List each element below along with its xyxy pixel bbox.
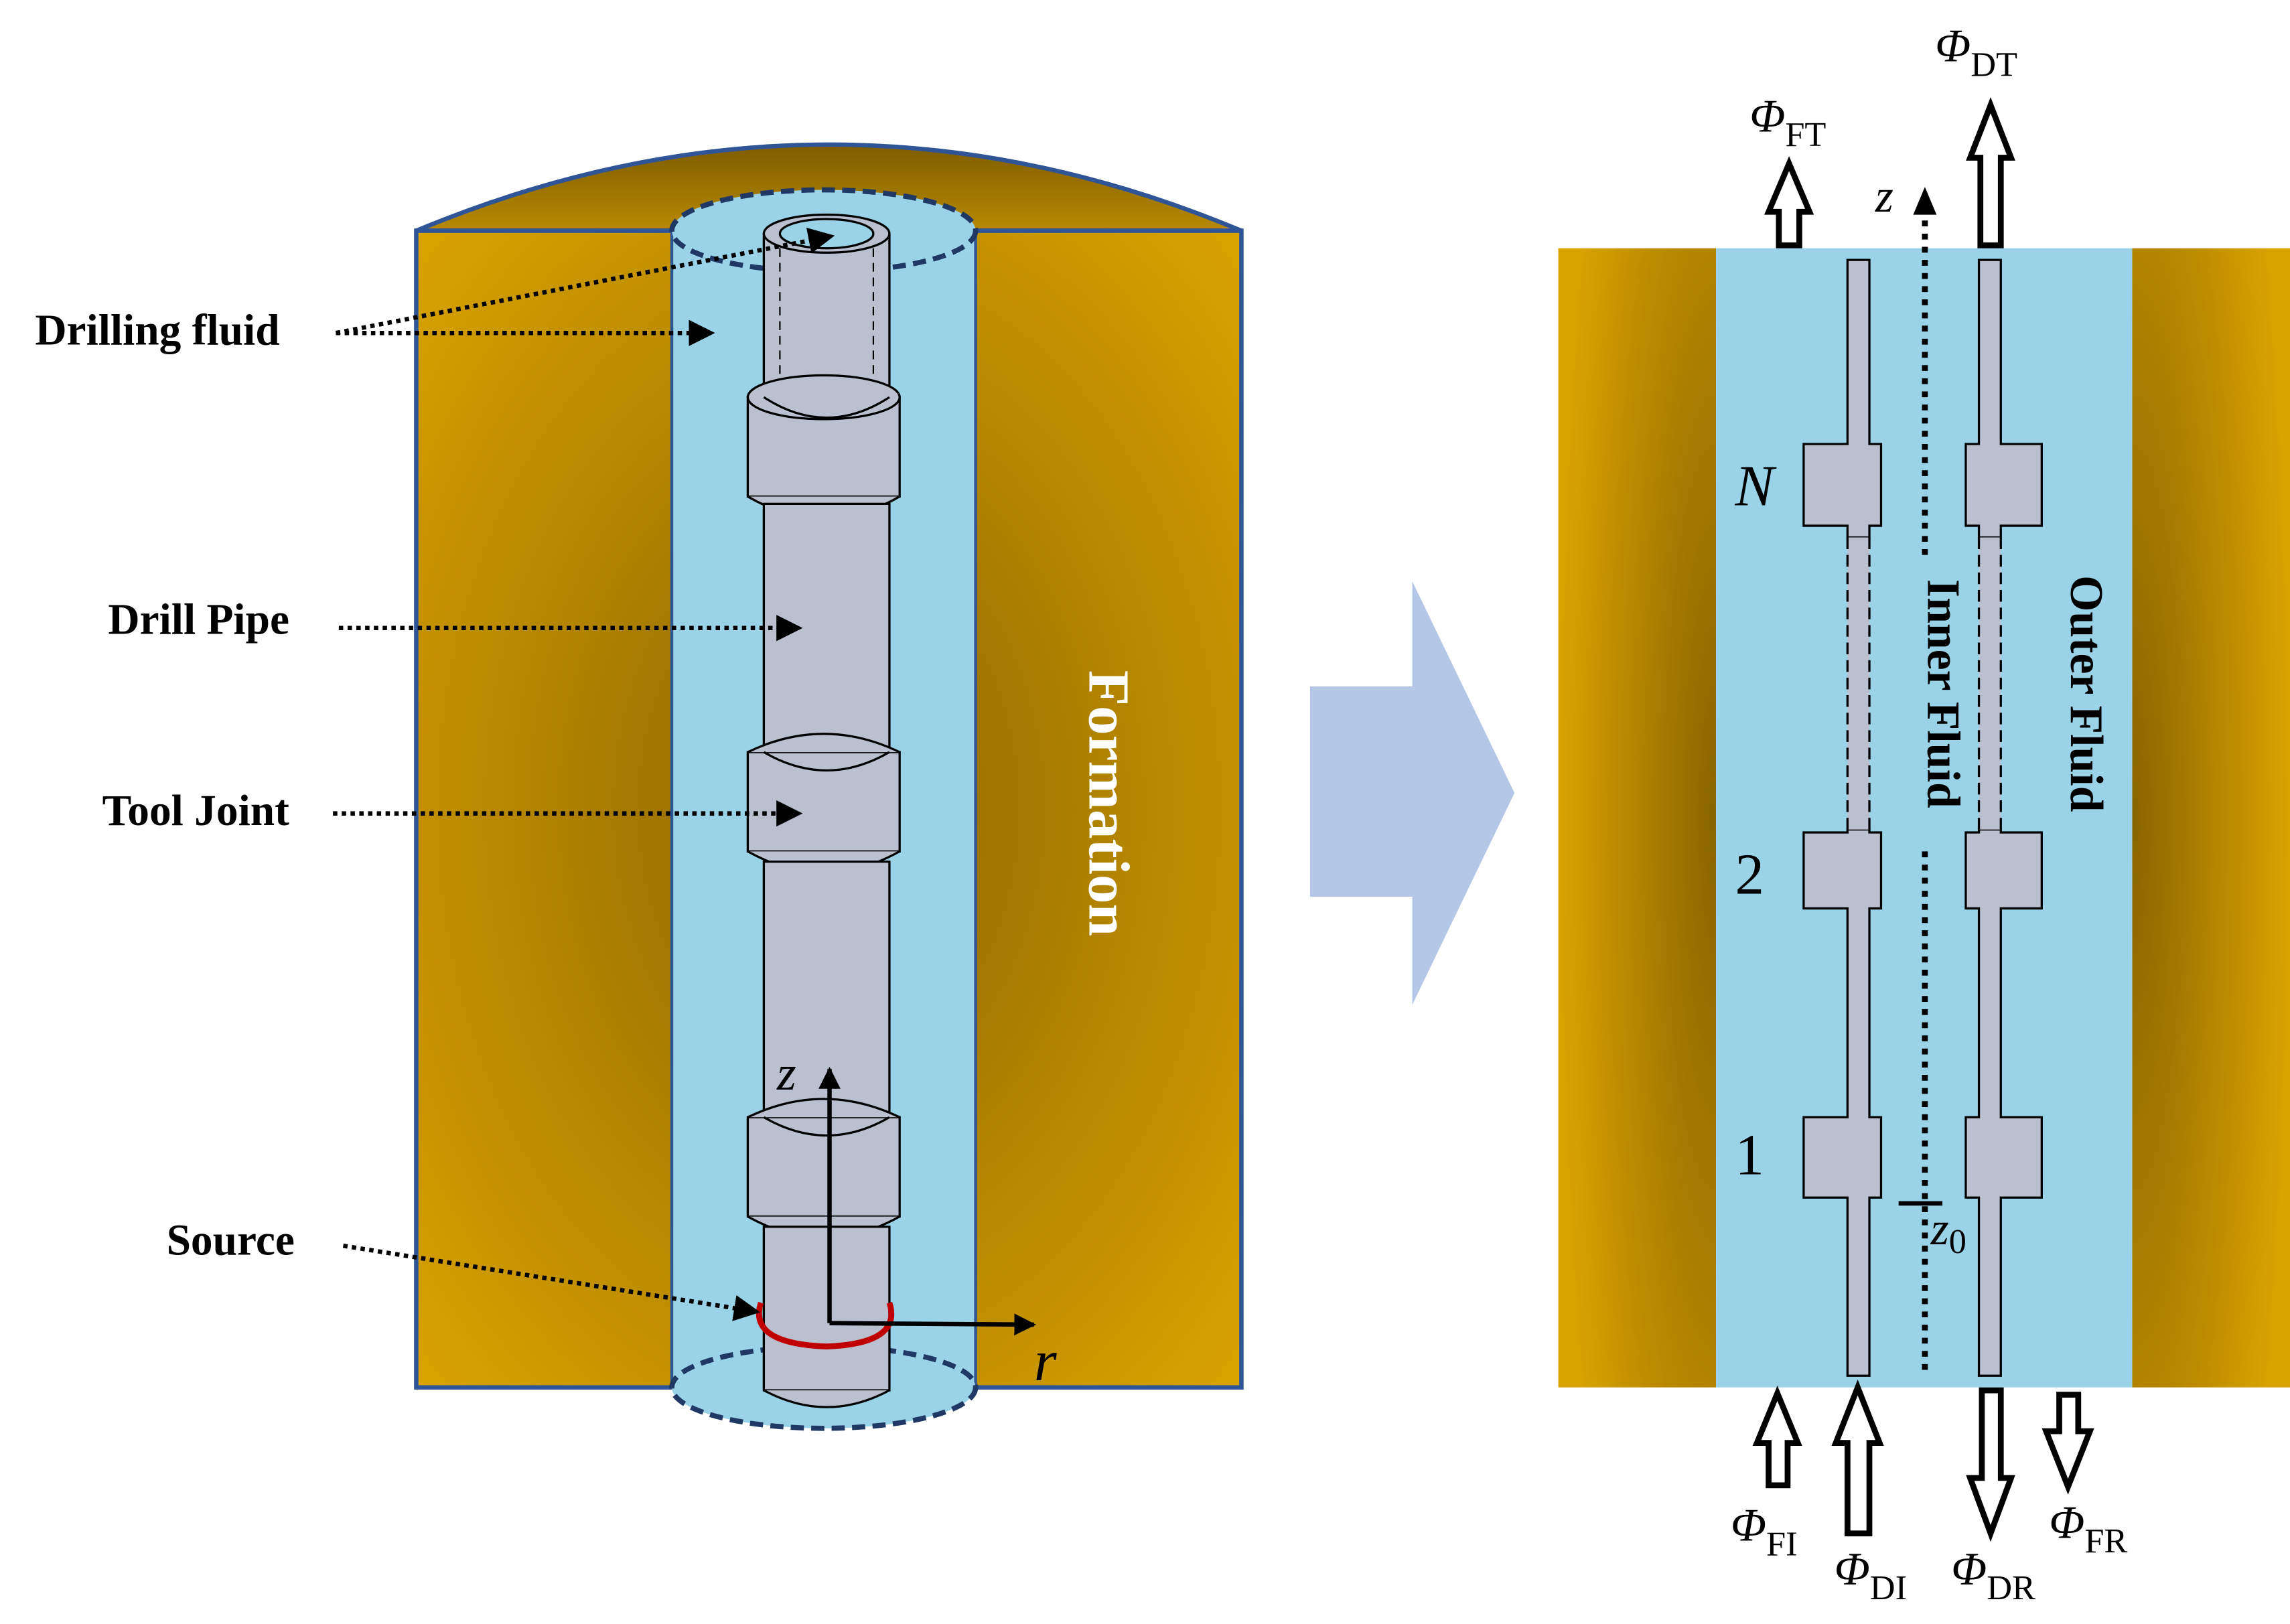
flux-ft-label: ΦFT bbox=[1749, 90, 1826, 154]
flux-dr-label: ΦDR bbox=[1951, 1544, 2035, 1607]
label-source: Source bbox=[167, 1216, 295, 1264]
flux-di-label: ΦDI bbox=[1835, 1544, 1907, 1607]
joint-label-1: 1 bbox=[1735, 1122, 1764, 1187]
tool-joint-middle bbox=[746, 751, 901, 853]
right-panel: z z0 N 2 1 Inner Fluid Outer Fluid ΦFT Φ… bbox=[1558, 21, 2290, 1607]
left-panel: z r Drilling fluid Drill Pipe Tool Joint… bbox=[35, 142, 1244, 1431]
z-axis-label: z bbox=[776, 1046, 796, 1101]
label-formation: Formation bbox=[1077, 670, 1142, 936]
flux-ft-arrow-icon bbox=[1764, 156, 1814, 248]
flux-di-arrow-icon bbox=[1831, 1379, 1884, 1537]
drill-string bbox=[746, 213, 901, 1408]
label-drilling-fluid: Drilling fluid bbox=[35, 307, 279, 355]
flux-fi-arrow-icon bbox=[1752, 1385, 1802, 1489]
label-drill-pipe: Drill Pipe bbox=[108, 595, 289, 644]
flux-fr-arrow-icon bbox=[2042, 1392, 2094, 1495]
tool-joint-bottom bbox=[746, 1116, 901, 1218]
formation-right-band bbox=[2132, 248, 2290, 1388]
flux-dt-arrow-icon bbox=[1966, 96, 2015, 248]
flux-dr-arrow-icon bbox=[1966, 1387, 2015, 1542]
r-axis-left bbox=[829, 1313, 1037, 1336]
flux-fr-label: ΦFR bbox=[2049, 1497, 2127, 1560]
joint-label-n: N bbox=[1734, 453, 1777, 518]
transition-arrow-icon bbox=[1309, 581, 1515, 1005]
r-axis-label: r bbox=[1034, 1328, 1058, 1393]
flux-fi-label: ΦFI bbox=[1731, 1500, 1798, 1564]
label-inner-fluid: Inner Fluid bbox=[1917, 579, 1969, 808]
z-axis-right-label: z bbox=[1875, 171, 1893, 222]
pipe-wall-left bbox=[1802, 259, 1883, 1377]
flux-dt-label: ΦDT bbox=[1935, 21, 2017, 84]
z-axis-right-arrowhead-icon bbox=[1913, 187, 1937, 215]
joint-label-2: 2 bbox=[1735, 842, 1764, 907]
label-outer-fluid: Outer Fluid bbox=[2060, 575, 2112, 812]
pipe-wall-right bbox=[1964, 259, 2043, 1377]
z0-label: z0 bbox=[1930, 1203, 1966, 1261]
label-tool-joint: Tool Joint bbox=[102, 787, 289, 835]
formation-left-band bbox=[1558, 248, 1717, 1388]
